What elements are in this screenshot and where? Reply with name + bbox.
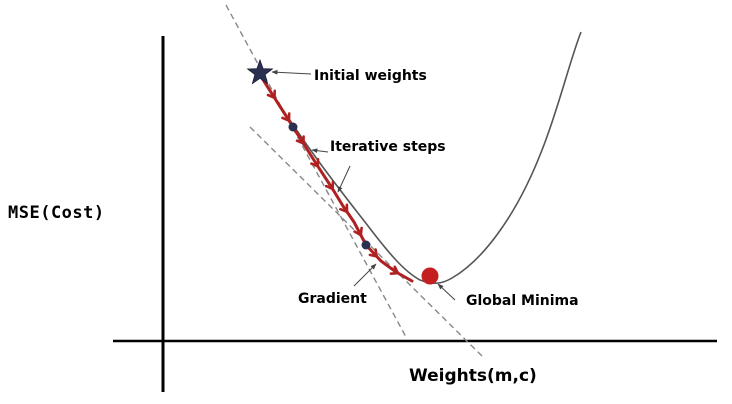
dot-icon	[421, 267, 439, 285]
step-chevrons	[266, 89, 400, 275]
step-chevron-icon	[339, 203, 349, 214]
step-point	[288, 122, 298, 132]
step-point	[361, 240, 371, 250]
tangent-line-steep	[225, 4, 407, 338]
gradient-label: Gradient	[298, 291, 367, 307]
step-chevron-icon	[324, 180, 335, 191]
pointer-initial-weights	[271, 69, 312, 75]
iterative-steps-label: Iterative steps	[330, 139, 446, 155]
pointer-gradient	[353, 263, 377, 287]
step-chevron-icon	[353, 226, 363, 237]
step-chevron-icon	[310, 158, 320, 169]
descent-path	[258, 73, 414, 283]
pointer-global-minima	[437, 283, 456, 301]
step-chevron-icon	[281, 112, 291, 123]
star-icon	[246, 58, 274, 85]
step-chevron-icon	[389, 265, 400, 275]
step-chevron-icon	[266, 89, 276, 100]
pointer-iterative-steps-2	[337, 165, 351, 193]
y-axis-label: MSE(Cost)	[8, 203, 105, 223]
global-minima-label: Global Minima	[466, 293, 579, 309]
step-chevron-icon	[368, 248, 379, 259]
initial-weights-label: Initial weights	[314, 68, 427, 84]
x-axis-label: Weights(m,c)	[409, 366, 537, 386]
pointer-iterative-steps	[311, 148, 329, 154]
step-chevron-icon	[295, 135, 305, 146]
